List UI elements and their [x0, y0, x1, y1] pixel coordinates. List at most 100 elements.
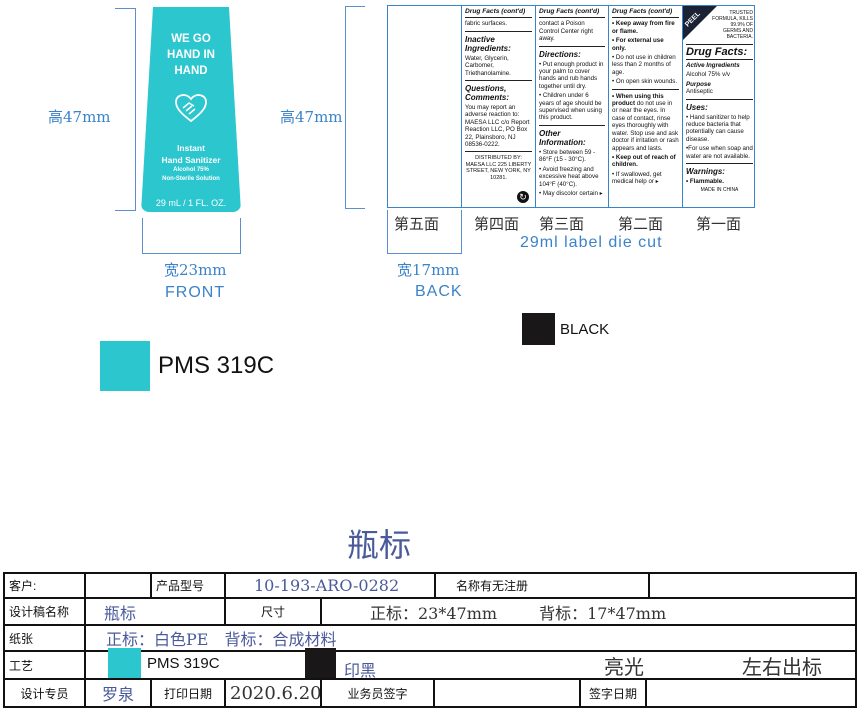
back-width-label: 宽17mm — [397, 261, 460, 279]
heart-handshake-icon — [175, 94, 207, 123]
front-alcohol: Alcohol 75% — [173, 167, 209, 173]
teal-swatch-small — [108, 648, 141, 678]
designer-label: 设计专员 — [20, 686, 69, 701]
panel-text: •For use when soap and water are not ava… — [686, 145, 753, 160]
panel-text: • Flammable. — [686, 178, 724, 186]
panel-subheading: Other Information: — [539, 128, 586, 147]
panel-1: PEEL TRUSTED FORMULA, KILLS 99.9% OF GER… — [682, 6, 756, 207]
customer-label: 客户: — [9, 579, 37, 593]
recycle-icon: ↻ — [517, 191, 529, 203]
teal-swatch — [100, 341, 150, 391]
model-label: 产品型号 — [150, 574, 224, 597]
panel-text: fabric surfaces. — [465, 20, 507, 28]
front-height-label: 高47mm — [48, 108, 111, 126]
back-label: Drug Facts (cont'd) fabric surfaces. Ina… — [387, 5, 755, 208]
process-value[interactable]: PMS 319C 印黑 亮光 左右出标 — [84, 648, 855, 680]
black-swatch-label: BLACK — [560, 321, 610, 338]
back-height-label: 高47mm — [280, 108, 343, 126]
print-black-value: 印黑 — [344, 661, 377, 680]
front-headline: WE GO HAND IN HAND — [167, 33, 215, 77]
registration-label: 名称有无注册 — [434, 574, 648, 597]
width-dimension-line — [387, 253, 462, 254]
panel-text: • May discolor certain ▸ — [539, 189, 603, 197]
peel-corner[interactable] — [683, 6, 717, 40]
gloss-value: 亮光 — [604, 655, 644, 679]
panel-text: contact a Poison Control Center right aw… — [539, 20, 593, 43]
panel-label-4: 第四面 — [474, 215, 520, 233]
panel-subheading: Purpose — [686, 80, 711, 88]
print-date-label: 打印日期 — [150, 680, 224, 706]
design-name-label: 设计稿名称 — [9, 605, 70, 619]
panel-text: MADE IN CHINA — [700, 187, 739, 194]
height-dimension-line — [345, 6, 346, 209]
registration-value[interactable] — [648, 574, 855, 597]
size-label: 尺寸 — [224, 599, 320, 624]
drug-facts-title: Drug Facts: — [686, 44, 753, 60]
size-front: 正标：23*47mm — [370, 603, 498, 623]
panel-text: • Store between 59 - 86°F (15 - 30°C). — [539, 148, 596, 164]
panel-subheading: Warnings: — [686, 167, 725, 177]
panel-text: • Keep away from fire or flame. — [612, 20, 675, 35]
size-value[interactable]: 正标：23*47mm 背标：17*47mm — [320, 599, 855, 624]
sign-date-value[interactable] — [645, 680, 855, 706]
distributor-text: DISTRIBUTED BY: MAESA LLC 225 LIBERTY ST… — [465, 155, 532, 181]
teal-swatch-label: PMS 319C — [158, 352, 275, 379]
panel-3: Drug Facts (cont'd) contact a Poison Con… — [535, 6, 608, 207]
front-product: Instant — [177, 143, 205, 153]
front-volume: 29 mL / 1 FL. OZ. — [155, 198, 227, 208]
page-title: 瓶标 — [347, 526, 412, 564]
customer-value[interactable] — [84, 574, 150, 597]
panel-label-2: 第二面 — [618, 215, 664, 233]
panel-label-3: 第三面 — [539, 215, 585, 233]
orientation-value: 左右出标 — [742, 655, 822, 679]
black-swatch-small — [305, 648, 336, 678]
panel-text: • Put enough product in your palm to cov… — [539, 60, 604, 90]
panel-text: • Keep out of reach of children. — [612, 153, 676, 169]
table-row: 客户: 产品型号 10-193-ARO-0282 名称有无注册 — [3, 572, 857, 599]
designer-value[interactable]: 罗泉 — [84, 680, 150, 706]
panel-text: do not use in or near the eyes. In case … — [612, 100, 679, 152]
dimension-tick — [461, 210, 462, 254]
die-cut-caption: 29ml label die cut — [520, 234, 663, 251]
front-product2: Hand Sanitizer — [161, 155, 221, 165]
dimension-tick — [142, 218, 143, 254]
panel-text: Alcohol 75% v/v — [686, 71, 731, 79]
panel-subheading: Inactive Ingredients: — [465, 34, 511, 53]
sales-sign-value[interactable] — [433, 680, 579, 706]
panel-heading: Drug Facts (cont'd) — [612, 8, 679, 19]
panel-text: • Avoid freezing and excessive heat abov… — [539, 165, 599, 188]
panel-heading: Drug Facts (cont'd) — [465, 8, 532, 19]
table-row: 纸张 正标：白色PE 背标：合成材料 — [3, 626, 857, 652]
dimension-tick — [240, 218, 241, 254]
panel-label-5: 第五面 — [394, 215, 440, 233]
panel-label-1: 第一面 — [696, 215, 742, 233]
dimension-tick — [345, 6, 365, 7]
panel-text: • On open skin wounds. — [612, 78, 678, 86]
panel-text: • Hand sanitizer to help reduce bacteria… — [686, 113, 750, 143]
panel-subheading: Active Ingredients — [686, 62, 740, 69]
front-label: WE GO HAND IN HAND Instant Hand Sanitize… — [141, 7, 241, 212]
paper-value[interactable]: 正标：白色PE 背标：合成材料 — [84, 626, 855, 650]
panel-text: • Do not use in children less than 2 mon… — [612, 54, 676, 76]
front-sterile: Non-Sterile Solution — [162, 176, 220, 182]
front-width-label: 宽23mm — [164, 261, 227, 279]
panel-text: Antiseptic — [686, 88, 713, 96]
dimension-tick — [345, 208, 365, 209]
pms-value: PMS 319C — [147, 655, 220, 672]
model-value[interactable]: 10-193-ARO-0282 — [224, 574, 434, 597]
front-caption: FRONT — [165, 284, 226, 301]
dimension-tick — [115, 210, 135, 211]
panel-subheading: Uses: — [686, 102, 708, 112]
panel-4: Drug Facts (cont'd) fabric surfaces. Ina… — [461, 6, 535, 207]
panel-text: • For external use only. — [612, 37, 664, 52]
sales-sign-label: 业务员签字 — [320, 680, 433, 706]
design-name-value[interactable]: 瓶标 — [84, 599, 224, 624]
panel-text: • Children under 6 years of age should b… — [539, 92, 602, 122]
width-dimension-line — [142, 253, 241, 254]
panel-heading: Drug Facts (cont'd) — [539, 8, 605, 19]
panel-subheading: Questions, Comments: — [465, 84, 510, 103]
black-swatch — [522, 313, 555, 345]
height-dimension-line — [135, 8, 136, 211]
print-date-value[interactable]: 2020.6.20 — [224, 680, 320, 706]
